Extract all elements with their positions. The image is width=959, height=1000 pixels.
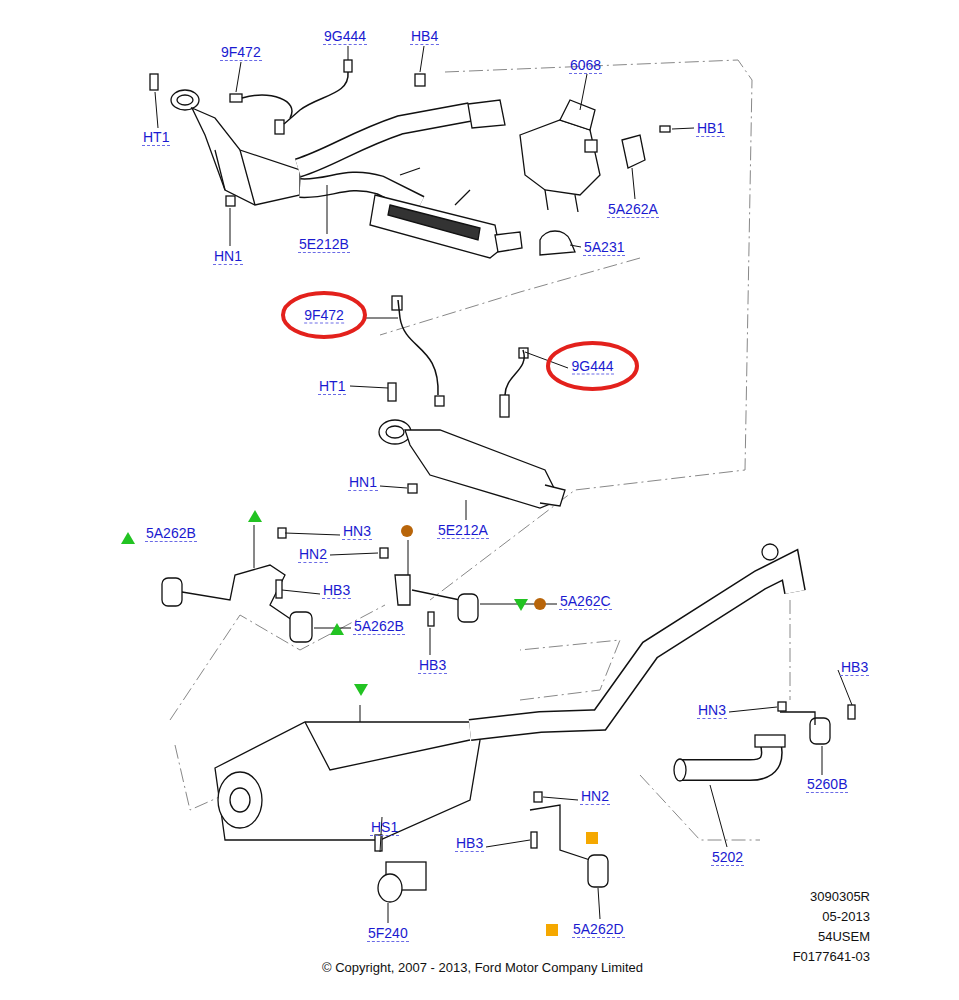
part-number: 9G444 [571, 358, 613, 375]
part-number: 5A262B [145, 525, 197, 542]
part-number: HN3 [342, 523, 372, 540]
part-number: HB1 [696, 120, 725, 137]
part-number: 9G444 [323, 28, 367, 45]
part-number: 9F472 [304, 307, 344, 324]
part-number: 6068 [569, 57, 602, 74]
part-number: HN1 [348, 474, 378, 491]
part-number: 5A262D [572, 921, 625, 938]
part-number: 9F472 [220, 44, 262, 61]
part-number: 5202 [711, 849, 744, 866]
part-number: HN2 [298, 546, 328, 563]
part-number: HT1 [318, 378, 346, 395]
part-number: HS1 [370, 819, 399, 836]
part-number: HB3 [418, 657, 447, 674]
part-number: 5F240 [367, 925, 409, 942]
highlight-ellipse: 9G444 [545, 340, 640, 392]
part-number: 5E212B [298, 236, 350, 253]
part-number: HB3 [322, 582, 351, 599]
part-number: 5A262C [559, 593, 612, 610]
part-number: HB3 [840, 659, 869, 676]
part-number: HN2 [580, 788, 610, 805]
part-number: 5A262B [353, 618, 405, 635]
drawing-note: 05-2013 [822, 909, 870, 925]
part-number: HB3 [455, 835, 484, 852]
part-number: 5260B [806, 776, 848, 793]
drawing-note: © Copyright, 2007 - 2013, Ford Motor Com… [322, 960, 643, 976]
drawing-note: F0177641-03 [793, 949, 870, 965]
part-number: 5A262A [607, 201, 659, 218]
part-number: HN3 [697, 702, 727, 719]
part-number: HN1 [213, 248, 243, 265]
part-number: 5A231 [583, 239, 625, 256]
drawing-note: 54USEM [818, 929, 870, 945]
part-number: HB4 [410, 28, 439, 45]
part-number: HT1 [142, 129, 170, 146]
highlight-ellipse: 9F472 [280, 290, 368, 340]
drawing-note: 3090305R [810, 889, 870, 905]
part-number: 5E212A [437, 522, 489, 539]
